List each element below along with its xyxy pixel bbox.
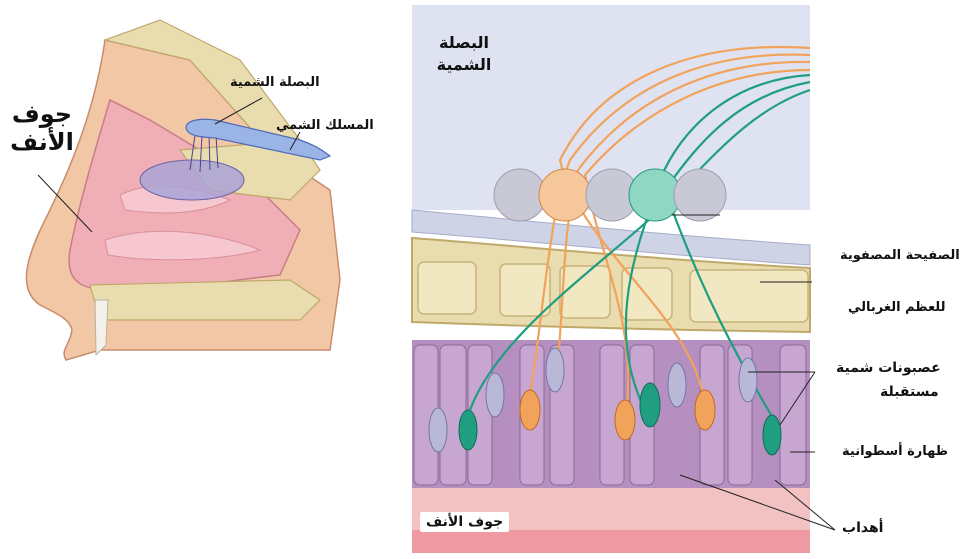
- receptor-neuron-grey: [429, 408, 447, 452]
- palate-bone: [90, 280, 320, 320]
- label-cribriform-plate-line1: الصفيحة المصفوية: [840, 248, 960, 263]
- olfactory-detail-illustration: [412, 5, 835, 553]
- glomeruli: [494, 169, 726, 221]
- receptor-neuron-grey: [739, 358, 757, 402]
- glomerulus-orange: [539, 169, 591, 221]
- label-cribriform-plate-line2: للعظم الغربالي: [848, 300, 945, 315]
- receptor-neuron-green: [640, 383, 660, 427]
- receptor-neuron-orange: [520, 390, 540, 430]
- cavity-floor: [412, 530, 810, 553]
- receptor-neuron-green: [459, 410, 477, 450]
- receptor-neuron-orange: [615, 400, 635, 440]
- receptor-neuron-grey: [668, 363, 686, 407]
- label-receptor-neurons-line2: مستقبلة: [880, 384, 939, 400]
- glomerulus-green: [629, 169, 681, 221]
- receptor-neuron-green: [763, 415, 781, 455]
- label-cilia: أهداب: [842, 520, 883, 536]
- receptor-neuron-grey: [486, 373, 504, 417]
- label-olfactory-bulb-left: البصلة الشمية: [230, 75, 320, 90]
- label-nasal-cavity-right: جوف الأنف: [420, 512, 509, 532]
- label-receptor-neurons-line1: عصبونات شمية: [836, 360, 941, 376]
- label-olfactory-bulb-right: البصلة الشمية: [425, 30, 503, 78]
- receptor-neuron-grey: [546, 348, 564, 392]
- receptor-neuron-orange: [695, 390, 715, 430]
- label-olfactory-tract-left: المسلك الشمي: [276, 118, 374, 133]
- nose-sagittal-illustration: [26, 20, 340, 360]
- glomerulus: [494, 169, 546, 221]
- label-columnar-epithelium: ظهارة أسطوانية: [842, 444, 948, 459]
- label-nasal-cavity-left: جوف الأنف: [6, 100, 78, 156]
- glomerulus: [674, 169, 726, 221]
- olfactory-epithelium-patch: [140, 160, 244, 200]
